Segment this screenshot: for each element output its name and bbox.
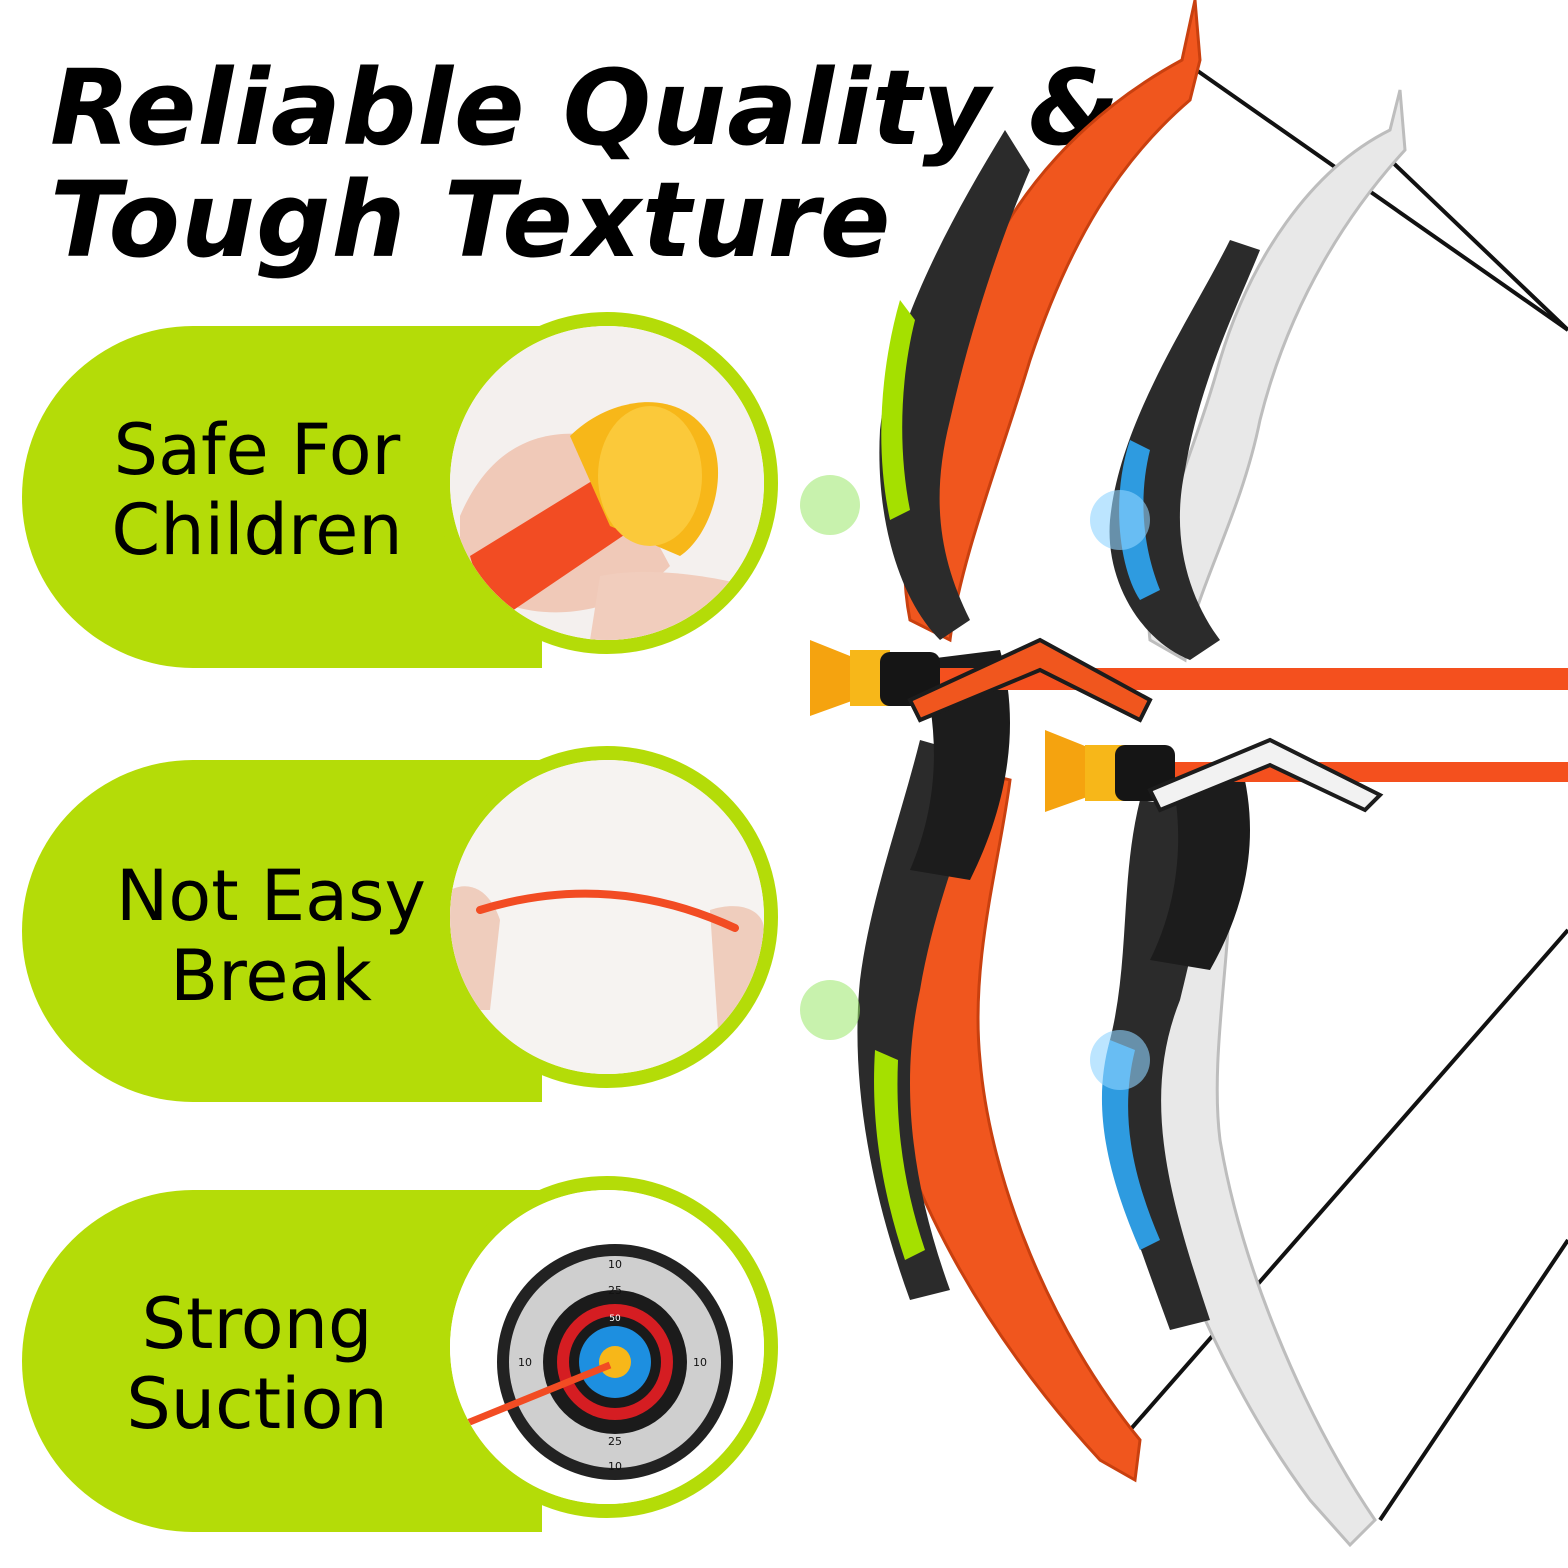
orange-bow-string: [1180, 58, 1568, 332]
feature-label: Strong Suction: [126, 1283, 388, 1445]
white-arrow-suction-cup: [1045, 730, 1090, 812]
bow-and-arrow-illustration: [800, 0, 1568, 1548]
headline-line-1: Reliable Quality &: [50, 47, 1121, 169]
stretched-rubber-icon: [436, 746, 778, 1088]
suction-cup-arrow-icon: [436, 312, 778, 654]
blue-light-glow: [1090, 490, 1150, 550]
target-score-50: 50: [609, 1314, 621, 1324]
white-bow-grip: [1150, 760, 1250, 970]
orange-bow-upper-limb: [903, 0, 1202, 643]
headline: Reliable Quality & Tough Texture: [50, 52, 1120, 276]
archery-target-icon: 10 25 50 10 10 25 10: [436, 1176, 778, 1518]
orange-arrow-suction-cup: [810, 640, 860, 716]
target-score-10: 10: [608, 1258, 622, 1271]
target-score-25: 25: [608, 1284, 622, 1297]
target-score-10-left: 10: [518, 1356, 532, 1369]
white-bow-upper-limb: [1147, 89, 1407, 663]
white-bow-string: [1383, 153, 1568, 332]
green-light-glow: [800, 475, 860, 535]
feature-label: Safe For Children: [111, 409, 403, 571]
target-score-25-bottom: 25: [608, 1435, 622, 1448]
feature-label: Not Easy Break: [116, 855, 426, 1017]
target-score-10-right: 10: [693, 1356, 707, 1369]
headline-line-2: Tough Texture: [50, 159, 892, 281]
target-score-10-bottom: 10: [608, 1460, 622, 1473]
